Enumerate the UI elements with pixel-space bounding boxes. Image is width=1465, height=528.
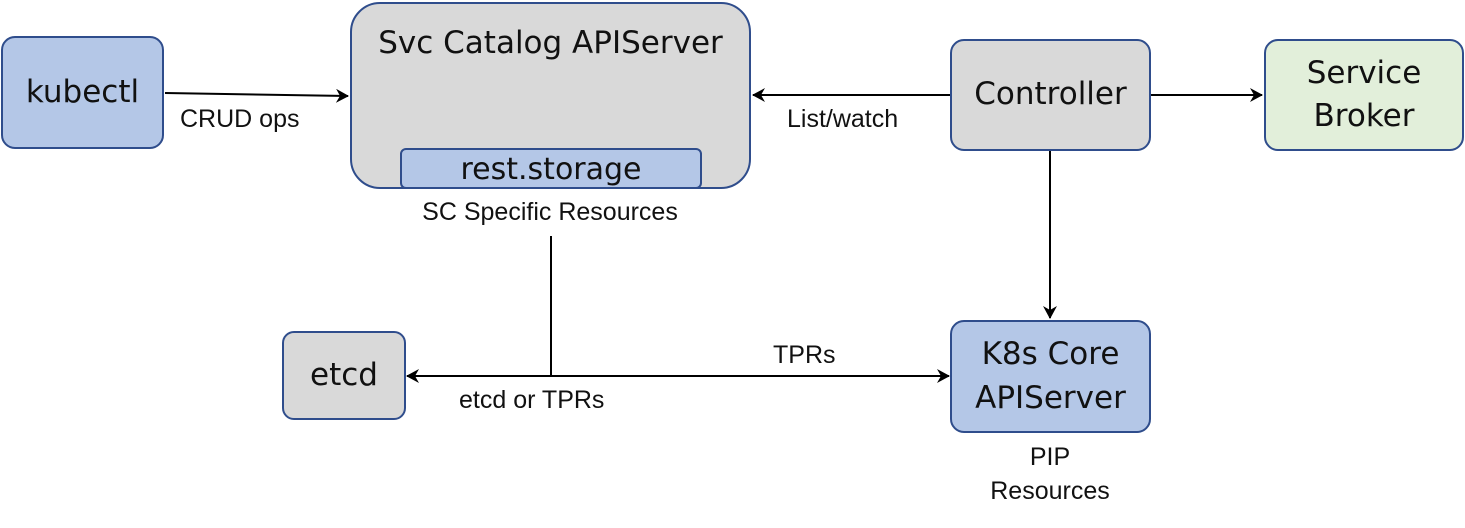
service-broker-label-line2: Broker <box>1313 98 1415 134</box>
kubectl-node: kubectl <box>1 36 164 149</box>
controller-node: Controller <box>950 39 1151 151</box>
service-broker-node: Service Broker <box>1264 39 1464 151</box>
controller-label: Controller <box>974 76 1127 113</box>
pip-label-line2: Resources <box>990 476 1110 505</box>
pip-label-line1: PIP <box>1029 443 1071 471</box>
etcd-node: etcd <box>282 331 406 420</box>
k8s-core-label-line2: APIServer <box>975 379 1126 416</box>
etcd-label: etcd <box>310 356 378 393</box>
list-watch-label: List/watch <box>787 105 899 133</box>
rest-storage-node: rest.storage <box>400 148 702 189</box>
sc-specific-resources-label: SC Specific Resources <box>422 198 678 226</box>
crud-ops-label: CRUD ops <box>180 105 300 133</box>
kubectl-label: kubectl <box>25 73 140 110</box>
etcd-or-tprs-label: etcd or TPRs <box>459 386 605 414</box>
k8s-core-label-line1: K8s Core <box>981 336 1120 373</box>
edge-kubectl-to-svc-catalog <box>164 88 349 103</box>
pip-resources-label: PIP Resources <box>950 441 1150 509</box>
service-broker-label-line1: Service <box>1306 54 1422 91</box>
rest-storage-label: rest.storage <box>460 152 642 187</box>
tprs-label: TPRs <box>773 341 836 369</box>
k8s-core-apiserver-node: K8s Core APIServer <box>950 320 1151 433</box>
svc-catalog-title: Svc Catalog APIServer <box>378 25 723 61</box>
